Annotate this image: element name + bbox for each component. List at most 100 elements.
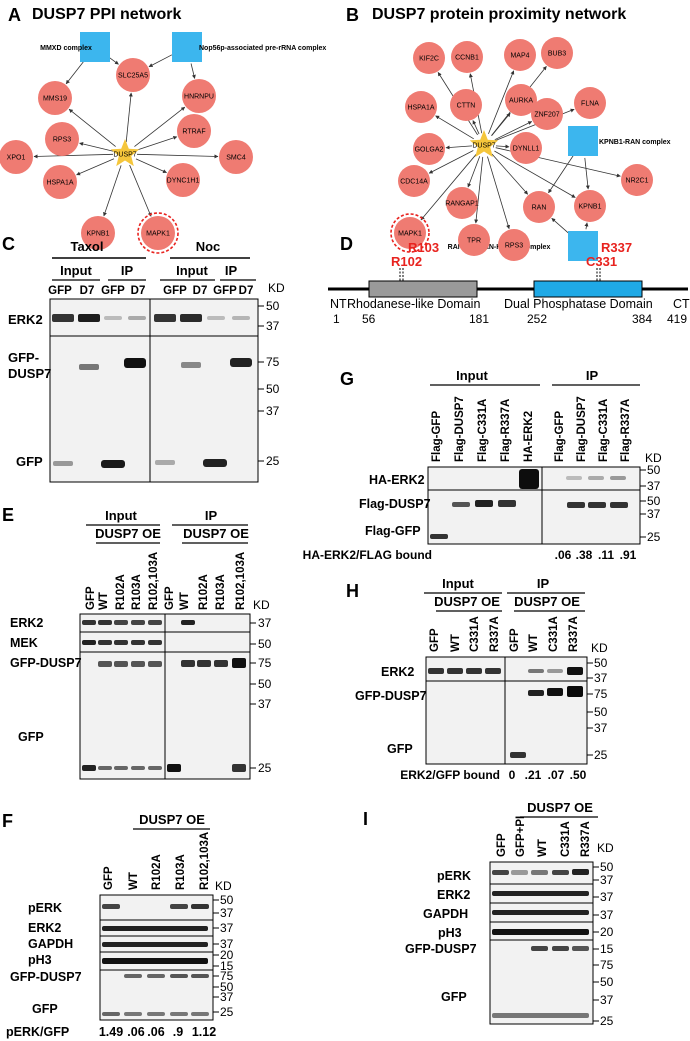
blot-band bbox=[147, 974, 165, 978]
blot-band bbox=[82, 640, 96, 645]
network-edge bbox=[136, 135, 178, 151]
blot-band bbox=[588, 476, 604, 480]
blot-band bbox=[155, 460, 175, 465]
lane-label: Flag-DUSP7 bbox=[576, 396, 588, 462]
marker-label: 50 bbox=[266, 299, 280, 313]
position-label: 384 bbox=[632, 312, 652, 326]
ct-label: CT bbox=[673, 297, 690, 311]
panel-g: G Input IP Flag-GFP Flag-DUSP7 Flag-C331… bbox=[303, 368, 662, 562]
complex-label: MMXD complex bbox=[40, 45, 92, 52]
quant-value: 0 bbox=[509, 768, 516, 782]
blot-band bbox=[430, 534, 448, 539]
blot-band bbox=[170, 904, 188, 909]
position-label: 252 bbox=[527, 312, 547, 326]
complex-label: KPNB1-RAN complex bbox=[599, 139, 671, 146]
protein-label: DYNLL1 bbox=[513, 146, 540, 153]
blot-band bbox=[567, 667, 583, 675]
western-blot bbox=[425, 656, 588, 765]
blot-band bbox=[98, 640, 112, 645]
marker-label: 50 bbox=[594, 656, 608, 670]
network-edge bbox=[125, 92, 133, 143]
blot-band bbox=[466, 668, 482, 674]
protein-node bbox=[451, 41, 483, 73]
marker-label: 37 bbox=[600, 890, 614, 904]
blot-band bbox=[203, 459, 227, 467]
protein-label: RPS3 bbox=[53, 137, 71, 144]
row-label: Flag-GFP bbox=[365, 524, 421, 538]
network-edge bbox=[495, 144, 510, 149]
blot-band bbox=[131, 766, 145, 770]
blot-band bbox=[572, 946, 589, 951]
panel-b: B DUSP7 protein proximity network KPNB1-… bbox=[346, 5, 671, 261]
complex-node bbox=[568, 231, 598, 261]
blot-band bbox=[547, 688, 563, 696]
marker-label: 37 bbox=[600, 873, 614, 887]
center-node bbox=[110, 139, 140, 167]
blot-band bbox=[511, 870, 528, 875]
protein-label: HSPA1A bbox=[407, 105, 434, 112]
protein-label: SLC25A5 bbox=[118, 73, 148, 80]
network-edge bbox=[136, 153, 219, 159]
group-label-noc: Noc bbox=[196, 239, 221, 254]
western-blot bbox=[99, 894, 214, 1021]
network-edge bbox=[584, 157, 590, 190]
complex-label: Nop56p-associated pre-rRNA complex bbox=[199, 45, 326, 52]
blot-band bbox=[519, 469, 539, 489]
blot-band bbox=[531, 870, 548, 875]
network-edge bbox=[65, 60, 85, 85]
blot-band bbox=[148, 766, 162, 770]
blot-band bbox=[428, 668, 444, 674]
protein-node bbox=[38, 81, 72, 115]
row-label: HA-ERK2 bbox=[369, 473, 425, 487]
subgroup-label: DUSP7 OE bbox=[95, 526, 161, 541]
network-edge bbox=[33, 153, 114, 159]
protein-label: RANGAP1 bbox=[445, 201, 479, 208]
panel-b-letter: B bbox=[346, 5, 359, 25]
network-edge bbox=[491, 112, 511, 136]
marker-label: 15 bbox=[600, 942, 614, 956]
blot-band bbox=[82, 620, 96, 625]
blot-band bbox=[128, 316, 146, 320]
protein-node bbox=[81, 216, 115, 250]
quant-label: ERK2/GFP bound bbox=[400, 768, 500, 782]
marker-label: 50 bbox=[258, 677, 272, 691]
blot-band bbox=[154, 314, 176, 322]
protein-label: MAPK1 bbox=[146, 231, 170, 238]
lane-label: WT bbox=[537, 839, 549, 857]
lane-label: Flag-C331A bbox=[598, 399, 610, 462]
blot-band bbox=[148, 661, 162, 667]
lane-label: HA-ERK2 bbox=[523, 411, 535, 462]
protein-node bbox=[458, 224, 490, 256]
lane-label: R337A bbox=[489, 616, 501, 652]
row-label: GFP-DUSP7 bbox=[405, 942, 477, 956]
panel-f: F DUSP7 OE GFP WT R102A R103A R102,103A … bbox=[2, 811, 234, 1039]
row-label: GFP bbox=[32, 1002, 58, 1016]
subgroup-label: Input bbox=[60, 263, 92, 278]
protein-label: KPNB1 bbox=[87, 231, 110, 238]
network-edge bbox=[190, 63, 196, 79]
panel-i-letter: I bbox=[363, 809, 368, 829]
row-label: GFP-DUSP7 bbox=[10, 970, 82, 984]
quant-value: .06 bbox=[555, 548, 572, 562]
panel-b-title: DUSP7 protein proximity network bbox=[372, 6, 626, 23]
marker-label: 25 bbox=[258, 761, 272, 775]
lane-label: Flag-R337A bbox=[500, 399, 512, 462]
blot-band bbox=[492, 1013, 589, 1018]
position-label: 1 bbox=[333, 312, 340, 326]
row-label: Flag-DUSP7 bbox=[359, 497, 431, 511]
network-edge bbox=[467, 156, 481, 188]
position-label: 181 bbox=[469, 312, 489, 326]
lane-label: R337A bbox=[568, 616, 580, 652]
marker-label: 37 bbox=[647, 479, 661, 493]
marker-label: 50 bbox=[220, 980, 234, 994]
marker-label: 75 bbox=[594, 687, 608, 701]
protein-label: KPNB1 bbox=[579, 204, 602, 211]
network-edges bbox=[33, 54, 219, 217]
panel-e-letter: E bbox=[2, 505, 14, 525]
row-label: GFP bbox=[441, 990, 467, 1004]
kd-label: KD bbox=[253, 598, 270, 612]
network-edge bbox=[472, 120, 480, 135]
marker-label: 20 bbox=[600, 925, 614, 939]
